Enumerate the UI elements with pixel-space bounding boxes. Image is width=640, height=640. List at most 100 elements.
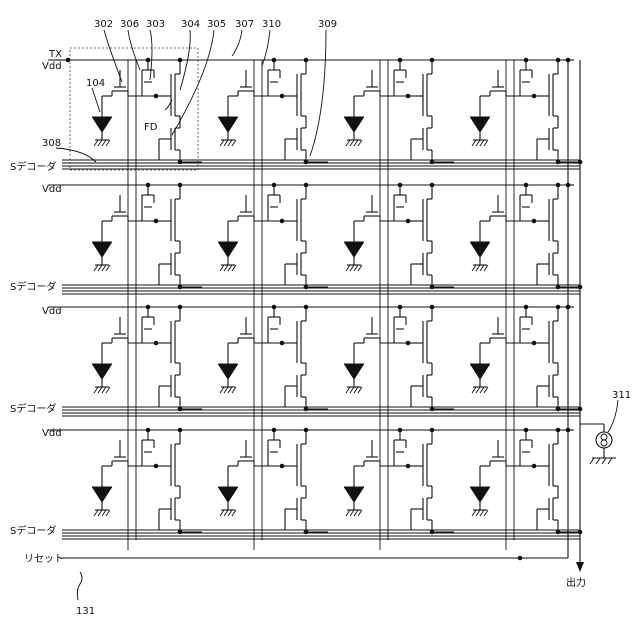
output-arrow bbox=[576, 562, 584, 572]
pixel-r3c3-ground-hatch bbox=[350, 387, 354, 393]
pixel-r4c3-ground-hatch bbox=[358, 510, 362, 516]
pixel-r3c2-photodiode bbox=[219, 365, 237, 379]
junction-dot bbox=[272, 58, 277, 63]
s-decoder-label-2: Sデコーダ bbox=[10, 280, 56, 293]
junction-dot bbox=[532, 464, 537, 469]
ref-306: 306 bbox=[120, 19, 139, 30]
pixel-r2c4-ground-hatch bbox=[480, 265, 484, 271]
junction-dot bbox=[532, 94, 537, 99]
junction-dot bbox=[154, 464, 159, 469]
junction-dot bbox=[524, 428, 529, 433]
junction-dot bbox=[430, 305, 435, 310]
junction-dot bbox=[556, 58, 561, 63]
pixel-r3c3-ground-hatch bbox=[346, 387, 350, 393]
leader-310 bbox=[262, 30, 270, 66]
pixel-r3c3-photodiode bbox=[345, 365, 363, 379]
pixel-r4c2-ground-hatch bbox=[224, 510, 228, 516]
junction-dot bbox=[398, 428, 403, 433]
leader-306 bbox=[128, 30, 140, 70]
junction-dot bbox=[398, 183, 403, 188]
output-label: 出力 bbox=[566, 576, 586, 589]
pixel-r1c1-ground-hatch bbox=[106, 140, 110, 146]
junction-dot bbox=[556, 285, 561, 290]
pixel-r2c4-ground-hatch bbox=[472, 265, 476, 271]
pixel-r2c3-ground-hatch bbox=[358, 265, 362, 271]
junction-dot bbox=[532, 341, 537, 346]
junction-dot bbox=[304, 160, 309, 165]
pixel-r2c3-ground-hatch bbox=[354, 265, 358, 271]
pixel-r2c4-ground-hatch bbox=[484, 265, 488, 271]
junction-dot bbox=[178, 183, 183, 188]
ref-307: 307 bbox=[235, 19, 254, 30]
pixel-r1c1-ground-hatch bbox=[98, 140, 102, 146]
pixel-r4c2-photodiode bbox=[219, 488, 237, 502]
pixel-r3c2-ground-hatch bbox=[232, 387, 236, 393]
pixel-r1c1-photodiode bbox=[93, 118, 111, 132]
pixel-r3c1-ground-hatch bbox=[106, 387, 110, 393]
ref-309: 309 bbox=[318, 19, 337, 30]
pixel-r4c2-ground-hatch bbox=[220, 510, 224, 516]
pixel-r4c4-ground-hatch bbox=[476, 510, 480, 516]
ref-131: 131 bbox=[76, 606, 95, 617]
pixel-r1c3-ground-hatch bbox=[358, 140, 362, 146]
pixel-r2c2-ground-hatch bbox=[232, 265, 236, 271]
junction-dot bbox=[398, 58, 403, 63]
junction-dot bbox=[556, 407, 561, 412]
pixel-r1c1-ground-hatch bbox=[94, 140, 98, 146]
ref-305: 305 bbox=[207, 19, 226, 30]
pixel-cells bbox=[48, 58, 582, 561]
pixel-r1c4-photodiode bbox=[471, 118, 489, 132]
junction-dot bbox=[532, 219, 537, 224]
leader-104 bbox=[92, 88, 100, 112]
pixel-r4c2-ground-hatch bbox=[228, 510, 232, 516]
junction-dot bbox=[146, 305, 151, 310]
tx-label: TX bbox=[48, 49, 62, 60]
junction-dot bbox=[178, 285, 183, 290]
junction-dot bbox=[280, 341, 285, 346]
s-decoder-label-4: Sデコーダ bbox=[10, 524, 56, 537]
junction-dot bbox=[146, 428, 151, 433]
leader-309 bbox=[310, 30, 326, 156]
junction-dot bbox=[524, 58, 529, 63]
junction-dot bbox=[304, 305, 309, 310]
leader-305 bbox=[172, 30, 214, 135]
junction-dot bbox=[556, 183, 561, 188]
pixel-r4c3-ground-hatch bbox=[354, 510, 358, 516]
ref-302: 302 bbox=[94, 19, 113, 30]
unit-cell-outline bbox=[70, 48, 198, 170]
s-decoder-label-3: Sデコーダ bbox=[10, 402, 56, 415]
pixel-r3c1-ground-hatch bbox=[94, 387, 98, 393]
junction-dot bbox=[178, 530, 183, 535]
pixel-r2c2-ground-hatch bbox=[224, 265, 228, 271]
junction-dot bbox=[406, 341, 411, 346]
junction-dot bbox=[178, 160, 183, 165]
pixel-r1c1-ground-hatch bbox=[102, 140, 106, 146]
pixel-r2c1-ground-hatch bbox=[102, 265, 106, 271]
vdd-label-row1: Vdd bbox=[42, 61, 62, 72]
reset-label: リセット bbox=[24, 553, 64, 565]
pixel-r1c4-ground-hatch bbox=[480, 140, 484, 146]
junction-dot bbox=[430, 160, 435, 165]
pixel-r3c4-photodiode bbox=[471, 365, 489, 379]
leader-307 bbox=[232, 30, 242, 56]
ground-hatch bbox=[596, 458, 600, 464]
junction-dot bbox=[398, 305, 403, 310]
pixel-r4c1-ground-hatch bbox=[94, 510, 98, 516]
pixel-r1c2-ground-hatch bbox=[228, 140, 232, 146]
pixel-r3c2-ground-hatch bbox=[228, 387, 232, 393]
pixel-r3c1-photodiode bbox=[93, 365, 111, 379]
junction-dot bbox=[272, 305, 277, 310]
ground-hatch bbox=[602, 458, 606, 464]
junction-dot bbox=[280, 219, 285, 224]
junction-dot bbox=[430, 285, 435, 290]
pixel-r4c3-photodiode bbox=[345, 488, 363, 502]
junction-dot bbox=[304, 285, 309, 290]
pixel-r1c4-ground-hatch bbox=[472, 140, 476, 146]
ref-104: 104 bbox=[86, 78, 105, 89]
pixel-r2c2-ground-hatch bbox=[220, 265, 224, 271]
ref-310: 310 bbox=[262, 19, 281, 30]
junction-dot bbox=[556, 428, 561, 433]
junction-dot bbox=[304, 407, 309, 412]
junction-dot bbox=[406, 94, 411, 99]
